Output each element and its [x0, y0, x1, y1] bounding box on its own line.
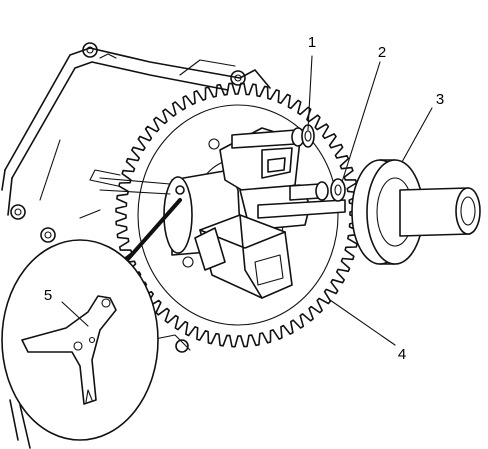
- callout-3: 3: [436, 91, 444, 108]
- gear-hub: [99, 169, 241, 256]
- actuator-block: [194, 214, 293, 299]
- drive-shaft: [351, 159, 481, 265]
- adjusting-screw-1: [231, 124, 315, 149]
- callout-4: 4: [398, 346, 406, 363]
- inset-detail: [1, 239, 159, 441]
- engine-housing: [1, 42, 271, 449]
- callout-1: 1: [308, 34, 316, 51]
- callout-2: 2: [378, 44, 386, 61]
- adjusting-screw-2: [289, 178, 346, 202]
- callout-leaders: [61, 55, 433, 346]
- callout-labels: 1 2 3 4 5: [44, 34, 444, 363]
- governor-lever: [21, 295, 117, 405]
- callout-5: 5: [44, 287, 52, 304]
